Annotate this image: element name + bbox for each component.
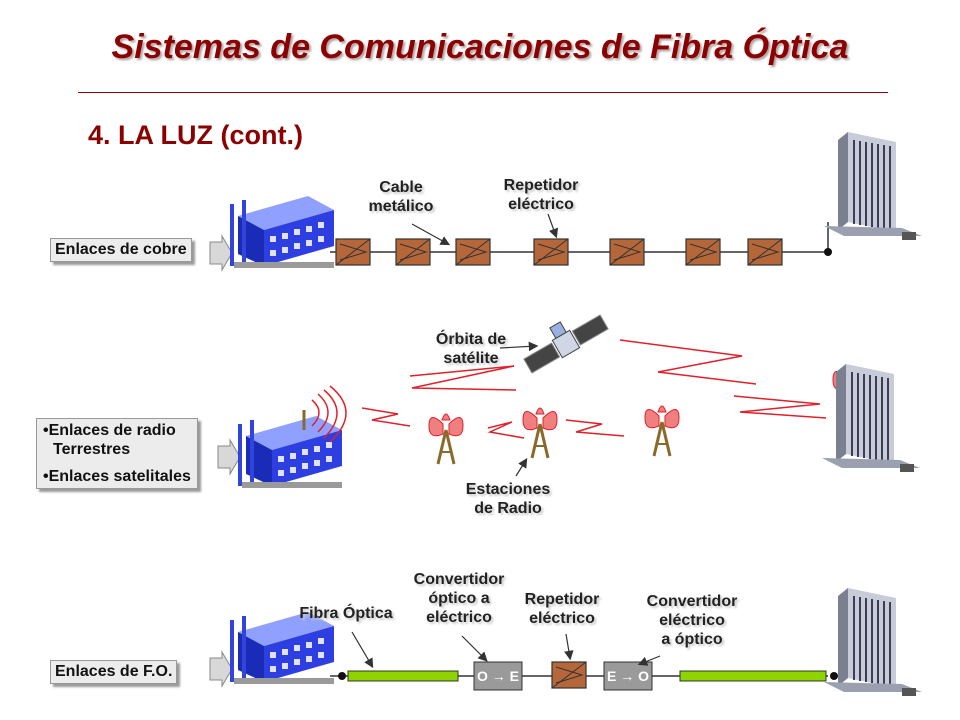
electric-repeater-label: Repetidor eléctrico [490, 176, 592, 214]
oe-converter-label: Convertidor óptico a eléctrico [400, 570, 518, 627]
oe-converter-label-line3: eléctrico [426, 609, 492, 626]
radio-stations-label-line1: Estaciones [465, 481, 551, 498]
fiber-link-row: O → E E → O [209, 587, 923, 697]
copper-links-box: Enlaces de cobre [50, 238, 192, 262]
metal-cable-label: Cable metálico [356, 178, 446, 216]
eo-converter-label-line2: eléctrico [659, 612, 725, 629]
repeater-box [455, 238, 491, 266]
eo-converter-box [603, 661, 653, 691]
title-divider [78, 92, 888, 93]
optical-fiber-segment [679, 670, 827, 682]
copper-link-row [209, 131, 923, 272]
electric-repeater-label-line1: Repetidor [503, 177, 579, 194]
radio-wave-icon [311, 385, 347, 443]
fiber-repeater-label-line1: Repetidor [524, 591, 600, 608]
satellite-orbit-label-line2: satélite [443, 350, 499, 367]
radio-tower-icon [427, 412, 465, 466]
fiber-links-box: Enlaces de F.O. [50, 660, 178, 684]
oe-converter-label-line1: Convertidor [413, 571, 505, 588]
radio-links-item-1: •Enlaces de radio [43, 422, 176, 439]
repeater-box [395, 238, 431, 266]
slide-title: Sistemas de Comunicaciones de Fibra Ópti… [111, 28, 849, 66]
section-heading: 4. LA LUZ (cont.) [88, 120, 303, 150]
oe-converter-label-line2: óptico a [428, 590, 490, 607]
repeater-box [335, 238, 371, 266]
metal-cable-label-line1: Cable [379, 179, 423, 196]
oe-converter-text: O → E [477, 668, 519, 684]
radio-stations-label-line2: de Radio [474, 500, 542, 517]
radio-tower-icon [643, 404, 681, 458]
fiber-repeater-label-line2: eléctrico [529, 610, 595, 627]
radio-signal-zigzag [361, 339, 827, 439]
electric-repeater-label-line2: eléctrico [508, 196, 574, 213]
repeater-box [609, 238, 645, 266]
office-building-left-radio [238, 416, 342, 488]
radio-links-item-2: Terrestres [53, 441, 131, 458]
optical-fiber-label: Fibra Óptica [299, 605, 393, 622]
radio-stations-label: Estaciones de Radio [452, 480, 564, 518]
satellite-orbit-label-line1: Órbita de [435, 331, 507, 348]
central-office-building-copper [823, 131, 923, 241]
central-office-building-radio [821, 363, 921, 473]
radio-tower-icon [521, 406, 559, 460]
repeater-box [685, 238, 721, 266]
office-building-left-copper [230, 196, 334, 268]
repeater-box [533, 238, 569, 266]
fiber-repeater-label: Repetidor eléctrico [512, 590, 612, 628]
central-office-building-fiber [823, 587, 923, 697]
eo-converter-label: Convertidor eléctrico a óptico [630, 592, 754, 649]
radio-link-row [217, 314, 921, 488]
oe-converter-box [473, 661, 523, 691]
metal-cable-label-line2: metálico [368, 198, 434, 215]
satellite-icon [523, 314, 609, 374]
repeater-box [551, 661, 587, 689]
radio-links-item-3: •Enlaces satelitales [43, 468, 191, 485]
eo-converter-label-line1: Convertidor [646, 593, 738, 610]
satellite-orbit-label: Órbita de satélite [424, 330, 518, 368]
repeater-box [747, 238, 783, 266]
radio-links-box: •Enlaces de radio Terrestres •Enlaces sa… [36, 418, 198, 489]
eo-converter-label-line3: a óptico [661, 631, 723, 648]
eo-converter-text: E → O [607, 668, 649, 684]
optical-fiber-segment [347, 670, 459, 682]
